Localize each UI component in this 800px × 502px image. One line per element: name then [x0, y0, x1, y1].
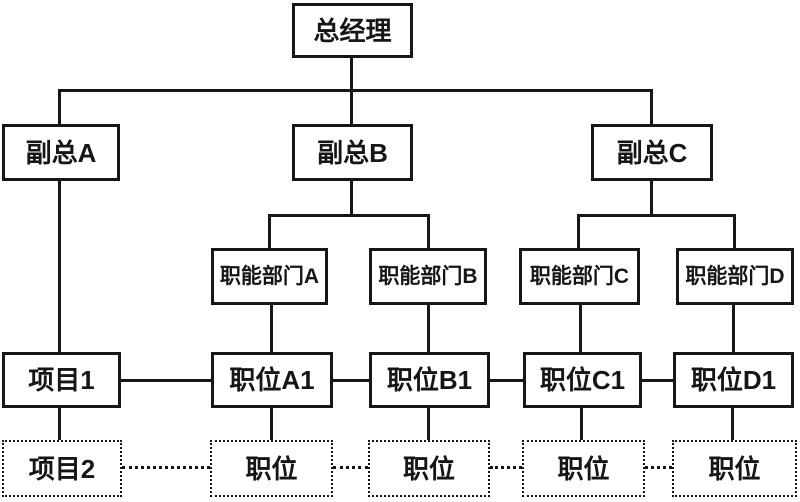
- connector-proj1-to-proj2: [58, 408, 61, 440]
- connector-depta-to-posa1: [270, 305, 273, 352]
- connector-vpa-to-proj1: [58, 181, 61, 352]
- connector-posc2-to-posd2: [645, 466, 672, 469]
- node-vp-b: 副总B: [292, 124, 413, 181]
- connector-proj1-to-posa1: [121, 379, 211, 382]
- node-position-d2: 职位: [672, 440, 797, 497]
- node-label: 副总B: [317, 137, 388, 168]
- connector-posd1-to-posd2: [731, 408, 734, 440]
- node-position-b2: 职位: [368, 440, 490, 497]
- connector-vpc-down: [650, 181, 653, 215]
- node-position-b1: 职位B1: [369, 352, 490, 408]
- connector-rail-to-deptc: [577, 215, 580, 248]
- connector-rail-to-deptb: [427, 215, 430, 248]
- node-label: 职位C1: [539, 365, 626, 395]
- node-label: 副总C: [616, 137, 688, 168]
- connector-rail-to-depta: [268, 215, 271, 248]
- connector-proj2-to-posa2: [122, 466, 210, 469]
- node-label: 职位D1: [690, 365, 777, 395]
- connector-deptd-to-posd1: [732, 305, 735, 352]
- node-label: 职位: [557, 453, 610, 484]
- connector-rail-to-deptd: [733, 215, 736, 248]
- node-project-2: 项目2: [2, 440, 122, 497]
- node-label: 项目1: [28, 365, 95, 395]
- connector-deptc-to-posc1: [579, 305, 582, 352]
- connector-posc1-to-posd1: [642, 379, 673, 382]
- node-label: 职能部门A: [219, 265, 320, 288]
- connector-top-rail: [58, 89, 653, 92]
- node-label: 职位A1: [229, 365, 315, 395]
- node-general-manager: 总经理: [292, 3, 413, 58]
- connector-posc1-to-posc2: [580, 408, 583, 440]
- connector-rail-to-vpc: [650, 90, 653, 124]
- node-project-1: 项目1: [2, 352, 121, 408]
- node-dept-d: 职能部门D: [676, 248, 794, 305]
- connector-vpb-down: [350, 181, 353, 215]
- node-label: 职能部门D: [685, 265, 785, 288]
- node-position-d1: 职位D1: [673, 352, 794, 408]
- node-position-c1: 职位C1: [523, 352, 642, 408]
- node-dept-c: 职能部门C: [519, 248, 640, 305]
- node-label: 职位B1: [386, 365, 473, 395]
- connector-posa1-to-posa2: [270, 408, 273, 440]
- node-label: 项目2: [28, 453, 96, 484]
- node-dept-a: 职能部门A: [211, 248, 328, 305]
- node-label: 总经理: [313, 15, 392, 46]
- connector-vpc-rail: [577, 214, 736, 217]
- node-label: 职位: [708, 453, 761, 484]
- connector-vpb-rail: [268, 214, 430, 217]
- node-dept-b: 职能部门B: [369, 248, 487, 305]
- node-label: 职位: [402, 453, 455, 484]
- connector-deptb-to-posb1: [427, 305, 430, 352]
- node-label: 副总A: [25, 137, 97, 168]
- node-position-c2: 职位: [522, 440, 645, 497]
- connector-posb2-to-posc2: [490, 466, 522, 469]
- connector-rail-to-vpa: [58, 90, 61, 124]
- connector-posb1-to-posb2: [427, 408, 430, 440]
- node-label: 职能部门C: [529, 265, 630, 288]
- node-label: 职位: [245, 453, 298, 484]
- connector-posb1-to-posc1: [490, 379, 523, 382]
- node-vp-c: 副总C: [591, 124, 713, 181]
- node-position-a1: 职位A1: [211, 352, 333, 408]
- node-label: 职能部门B: [378, 265, 478, 288]
- node-vp-a: 副总A: [2, 124, 120, 181]
- node-position-a2: 职位: [210, 440, 333, 497]
- connector-posa2-to-posb2: [333, 466, 368, 469]
- connector-posa1-to-posb1: [333, 379, 369, 382]
